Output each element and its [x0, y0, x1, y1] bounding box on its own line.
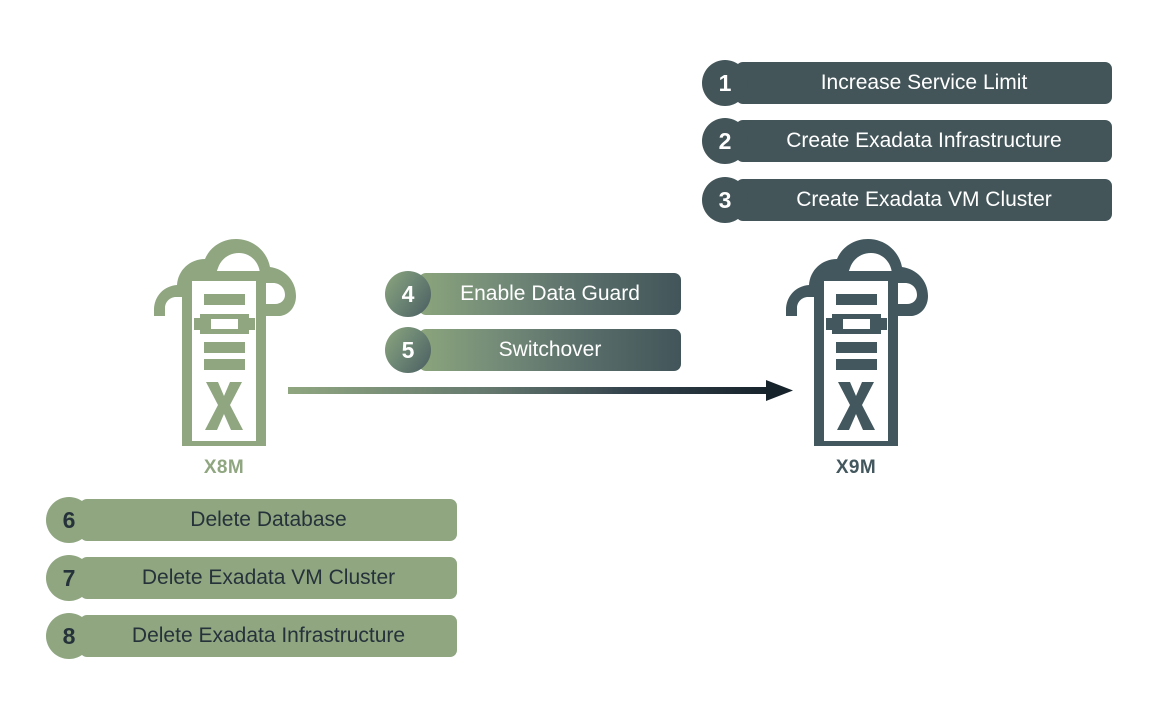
step-row-1[interactable]: 1 Increase Service Limit: [702, 60, 1112, 106]
step-number-8: 8: [46, 613, 92, 659]
node-label-x9m: X9M: [835, 457, 877, 478]
step-label-8[interactable]: Delete Exadata Infrastructure: [80, 615, 457, 657]
step-row-3[interactable]: 3 Create Exadata VM Cluster: [702, 177, 1112, 223]
step-row-8[interactable]: 8 Delete Exadata Infrastructure: [46, 613, 457, 659]
step-row-7[interactable]: 7 Delete Exadata VM Cluster: [46, 555, 457, 601]
step-number-6: 6: [46, 497, 92, 543]
cloud-server-rack-icon: [786, 239, 928, 451]
step-label-5[interactable]: Switchover: [419, 329, 681, 371]
step-row-2[interactable]: 2 Create Exadata Infrastructure: [702, 118, 1112, 164]
node-label-x8m: X8M: [203, 457, 245, 478]
migration-arrow: [288, 375, 793, 407]
step-label-6[interactable]: Delete Database: [80, 499, 457, 541]
step-number-2: 2: [702, 118, 748, 164]
step-number-3: 3: [702, 177, 748, 223]
step-number-1: 1: [702, 60, 748, 106]
step-label-1[interactable]: Increase Service Limit: [736, 62, 1112, 104]
node-x9m: X9M: [776, 228, 936, 479]
step-number-4: 4: [385, 271, 431, 317]
step-number-7: 7: [46, 555, 92, 601]
step-label-4[interactable]: Enable Data Guard: [419, 273, 681, 315]
step-row-4[interactable]: 4 Enable Data Guard: [385, 271, 681, 317]
step-row-5[interactable]: 5 Switchover: [385, 327, 681, 373]
step-row-6[interactable]: 6 Delete Database: [46, 497, 457, 543]
step-number-5: 5: [385, 327, 431, 373]
cloud-server-rack-icon: [154, 239, 296, 451]
node-x8m: X8M: [144, 228, 304, 479]
step-label-2[interactable]: Create Exadata Infrastructure: [736, 120, 1112, 162]
step-label-7[interactable]: Delete Exadata VM Cluster: [80, 557, 457, 599]
step-label-3[interactable]: Create Exadata VM Cluster: [736, 179, 1112, 221]
